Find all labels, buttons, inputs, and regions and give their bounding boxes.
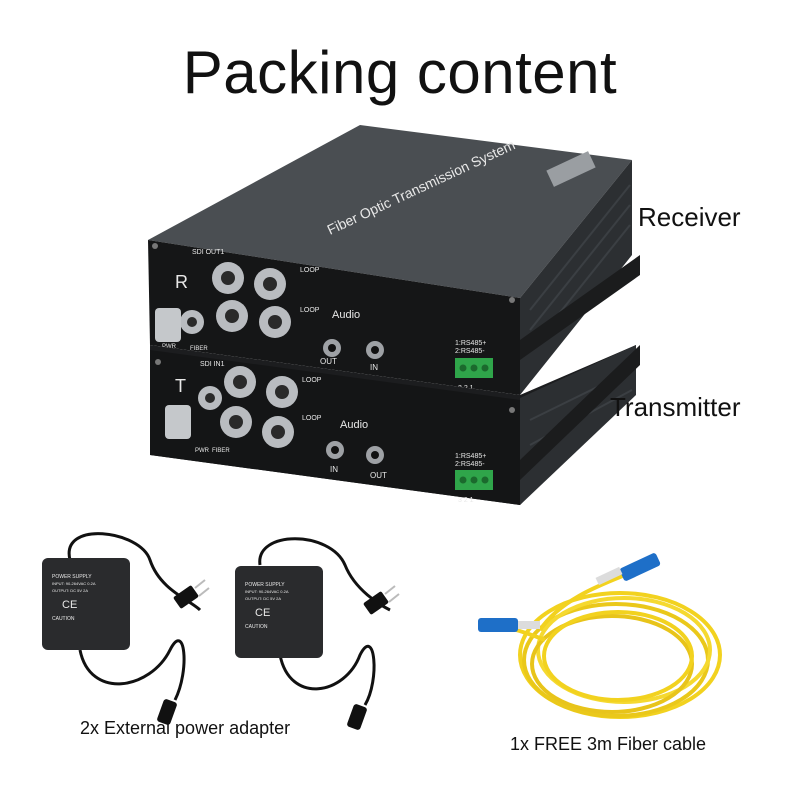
adapter-2-plug: [363, 591, 389, 615]
fiber-connector-2: [478, 618, 518, 632]
transmitter-label: Transmitter: [610, 392, 741, 422]
transmitter-bnc-connectors: [198, 366, 298, 448]
receiver-pwr-label: PWR: [162, 344, 177, 350]
transmitter-fiber-port: [165, 405, 191, 439]
receiver-fiber-label: FIBER: [190, 346, 208, 352]
transmitter-loop2-label: LOOP: [302, 415, 322, 422]
receiver-in-label: IN: [370, 363, 378, 372]
receiver-label: Receiver: [638, 202, 741, 232]
receiver-bnc-connectors: [180, 262, 291, 338]
adapter-2-line3: OUTPUT: DC 5V 2A: [245, 596, 281, 601]
receiver-top-badge: [546, 151, 596, 187]
receiver-loop-label: LOOP: [300, 267, 320, 274]
receiver-letter: R: [175, 272, 188, 292]
adapter-1-plug: [173, 585, 199, 609]
receiver-sdi-label: SDI OUT1: [192, 249, 224, 256]
adapter-1-line1: POWER SUPPLY: [52, 574, 92, 580]
adapter-1-caution: CAUTION: [52, 616, 75, 622]
adapter-1-ce: CE: [62, 599, 77, 611]
transmitter-loop-label: LOOP: [302, 377, 322, 384]
fiber-cable-caption: 1x FREE 3m Fiber cable: [510, 734, 707, 754]
adapter-2-line2: INPUT: 90-264VAC 0.2A: [245, 589, 289, 594]
transmitter-rs485p: 1:RS485+: [455, 453, 486, 460]
power-adapter-1: POWER SUPPLY INPUT: 90-264VAC 0.2A OUTPU…: [42, 532, 210, 725]
transmitter-rs485m: 2:RS485-: [455, 461, 485, 468]
transmitter-audio-label: Audio: [340, 419, 368, 431]
receiver-unit: Fiber Optic Transmission System R SDI OU…: [148, 125, 632, 395]
receiver-rs485p: 1:RS485+: [455, 340, 486, 347]
fiber-connector-1: [619, 553, 661, 581]
power-adapter-caption: 2x External power adapter: [80, 718, 291, 738]
transmitter-out-label: OUT: [370, 471, 387, 480]
adapter-2-ce: CE: [255, 607, 270, 619]
receiver-rs485m: 2:RS485-: [455, 348, 485, 355]
transmitter-sdi-label: SDI IN1: [200, 361, 225, 368]
transmitter-pins: 3 2 1: [458, 497, 474, 504]
adapter-2-line1: POWER SUPPLY: [245, 582, 285, 588]
receiver-loop2-label: LOOP: [300, 307, 320, 314]
transmitter-in-label: IN: [330, 465, 338, 474]
receiver-fiber-port: [155, 308, 181, 342]
fiber-cable: [478, 553, 722, 719]
transmitter-letter: T: [175, 376, 186, 396]
power-adapter-2: POWER SUPPLY INPUT: 90-264VAC 0.2A OUTPU…: [235, 537, 400, 730]
page-title: Packing content: [182, 39, 618, 106]
adapter-2-dc-plug: [347, 704, 367, 730]
receiver-out-label: OUT: [320, 357, 337, 366]
adapter-1-line2: INPUT: 90-264VAC 0.2A: [52, 581, 96, 586]
transmitter-fiber-label: FIBER: [212, 448, 230, 454]
adapter-1-dc-plug: [157, 699, 177, 725]
adapter-1-body: [42, 558, 130, 650]
adapter-1-line3: OUTPUT: DC 5V 2A: [52, 588, 88, 593]
adapter-2-body: [235, 566, 323, 658]
adapter-2-caution: CAUTION: [245, 624, 268, 630]
receiver-top-face: [148, 125, 632, 298]
receiver-audio-label: Audio: [332, 309, 360, 321]
transmitter-pwr-label: PWR: [195, 448, 210, 454]
